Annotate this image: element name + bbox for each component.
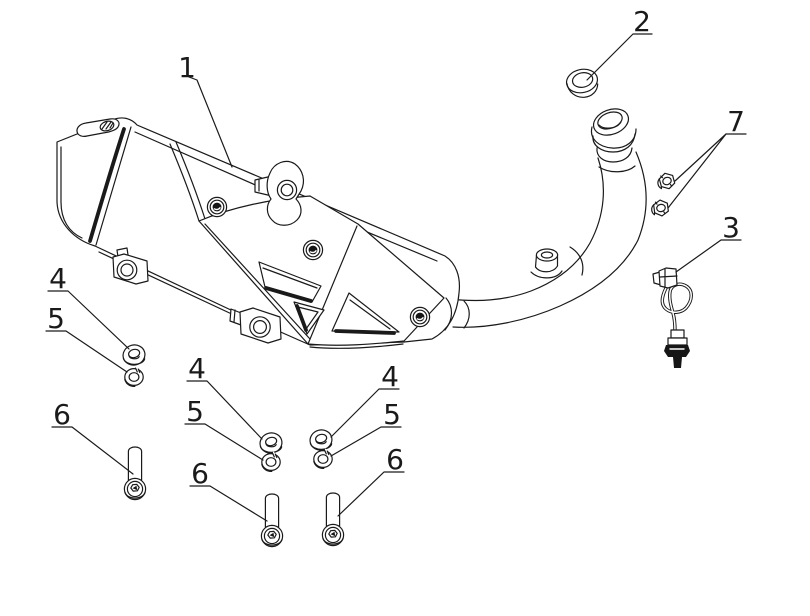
header-pipe [448,108,647,328]
o2-sensor-boss [530,248,563,279]
callout-number: 4 [381,360,399,393]
flat-washer-center [257,429,285,457]
leader-line [330,388,400,438]
leader-line [189,485,268,522]
hanger-bracket-top [254,160,305,226]
leader-line [45,330,128,373]
callout-6-center: 6 [189,457,268,522]
pipe-junction-seam-2 [463,300,470,329]
sensor-body [664,329,690,368]
callout-4-center: 4 [186,352,263,440]
rivet-1 [206,196,228,218]
leader-line [47,290,130,350]
callout-2-gasket: 2 [586,5,653,81]
flat-washer-left [120,341,148,369]
pipe-junction-seam-1 [444,297,453,331]
oxygen-sensor [652,267,693,368]
callout-number: 6 [53,398,71,431]
hanger-lug-center [229,307,282,344]
callout-number: 1 [178,51,196,84]
callout-number: 5 [383,398,401,431]
flat-washer-right [307,426,335,454]
pipe-upper-edge [448,157,604,302]
callout-4-left: 4 [47,262,130,350]
shield-vent-3 [331,292,400,335]
callout-5-left: 5 [45,302,128,373]
shield-vent-1 [258,261,322,303]
tail-outlet-slot [76,118,120,137]
leader-line [667,133,747,209]
leader-line [51,426,134,475]
callout-number: 4 [49,262,67,295]
callout-number: 6 [386,443,404,476]
callouts: 1 2 7 3 4 5 6 4 [45,5,747,522]
pipe-bend-seam-lower [569,246,584,276]
sensor-connector [652,267,678,289]
leader-line [330,426,402,457]
callout-number: 6 [191,457,209,490]
callout-3-oxygen-sensor: 3 [675,211,742,273]
leader-line [188,76,233,168]
callout-number: 7 [727,105,745,138]
callout-number: 2 [633,5,651,38]
inlet-flange [590,108,637,163]
callout-6-right: 6 [337,443,405,517]
callout-7-flange-nuts: 7 [667,105,747,209]
muffler-assembly [56,108,647,349]
spring-washer-left [124,366,144,388]
callout-5-center: 5 [184,395,264,461]
leader-line [337,471,405,517]
heat-shield-crease [307,225,358,345]
socket-bolt-center [260,493,284,548]
callout-number: 5 [186,395,204,428]
leader-line [586,33,653,81]
pipe-bend-seam-upper [598,165,636,173]
sensor-hex [664,345,690,357]
callout-6-left: 6 [51,398,134,475]
rivet-2 [302,239,324,261]
leader-line [675,239,742,273]
muffler-body [56,117,470,349]
rivet-3 [409,306,431,328]
flange-nut-2 [650,198,671,218]
spring-washer-center [261,451,281,473]
leader-line [184,423,264,461]
exhaust-gasket [565,68,599,98]
heat-shield [198,195,445,349]
flange-nut-1 [657,172,676,190]
callout-number: 4 [188,352,206,385]
callout-5-right: 5 [330,398,402,457]
callout-number: 5 [47,302,65,335]
cap-body-seam [169,141,206,222]
spring-washer-right [313,448,333,470]
sensor-thread-tip [673,357,682,368]
pipe-lower-edge [452,151,647,328]
shield-vent-2 [293,301,325,335]
leader-line [186,380,263,440]
tail-cap [60,118,206,246]
heat-shield-outline [198,195,445,346]
socket-bolt-right [321,492,345,547]
hanger-lug-left [112,247,149,285]
tail-cap-shadow-band [88,127,126,243]
callout-1-muffler: 1 [178,51,233,168]
socket-bolt-left [123,446,147,501]
callout-4-right: 4 [330,360,400,438]
callout-number: 3 [722,211,740,244]
